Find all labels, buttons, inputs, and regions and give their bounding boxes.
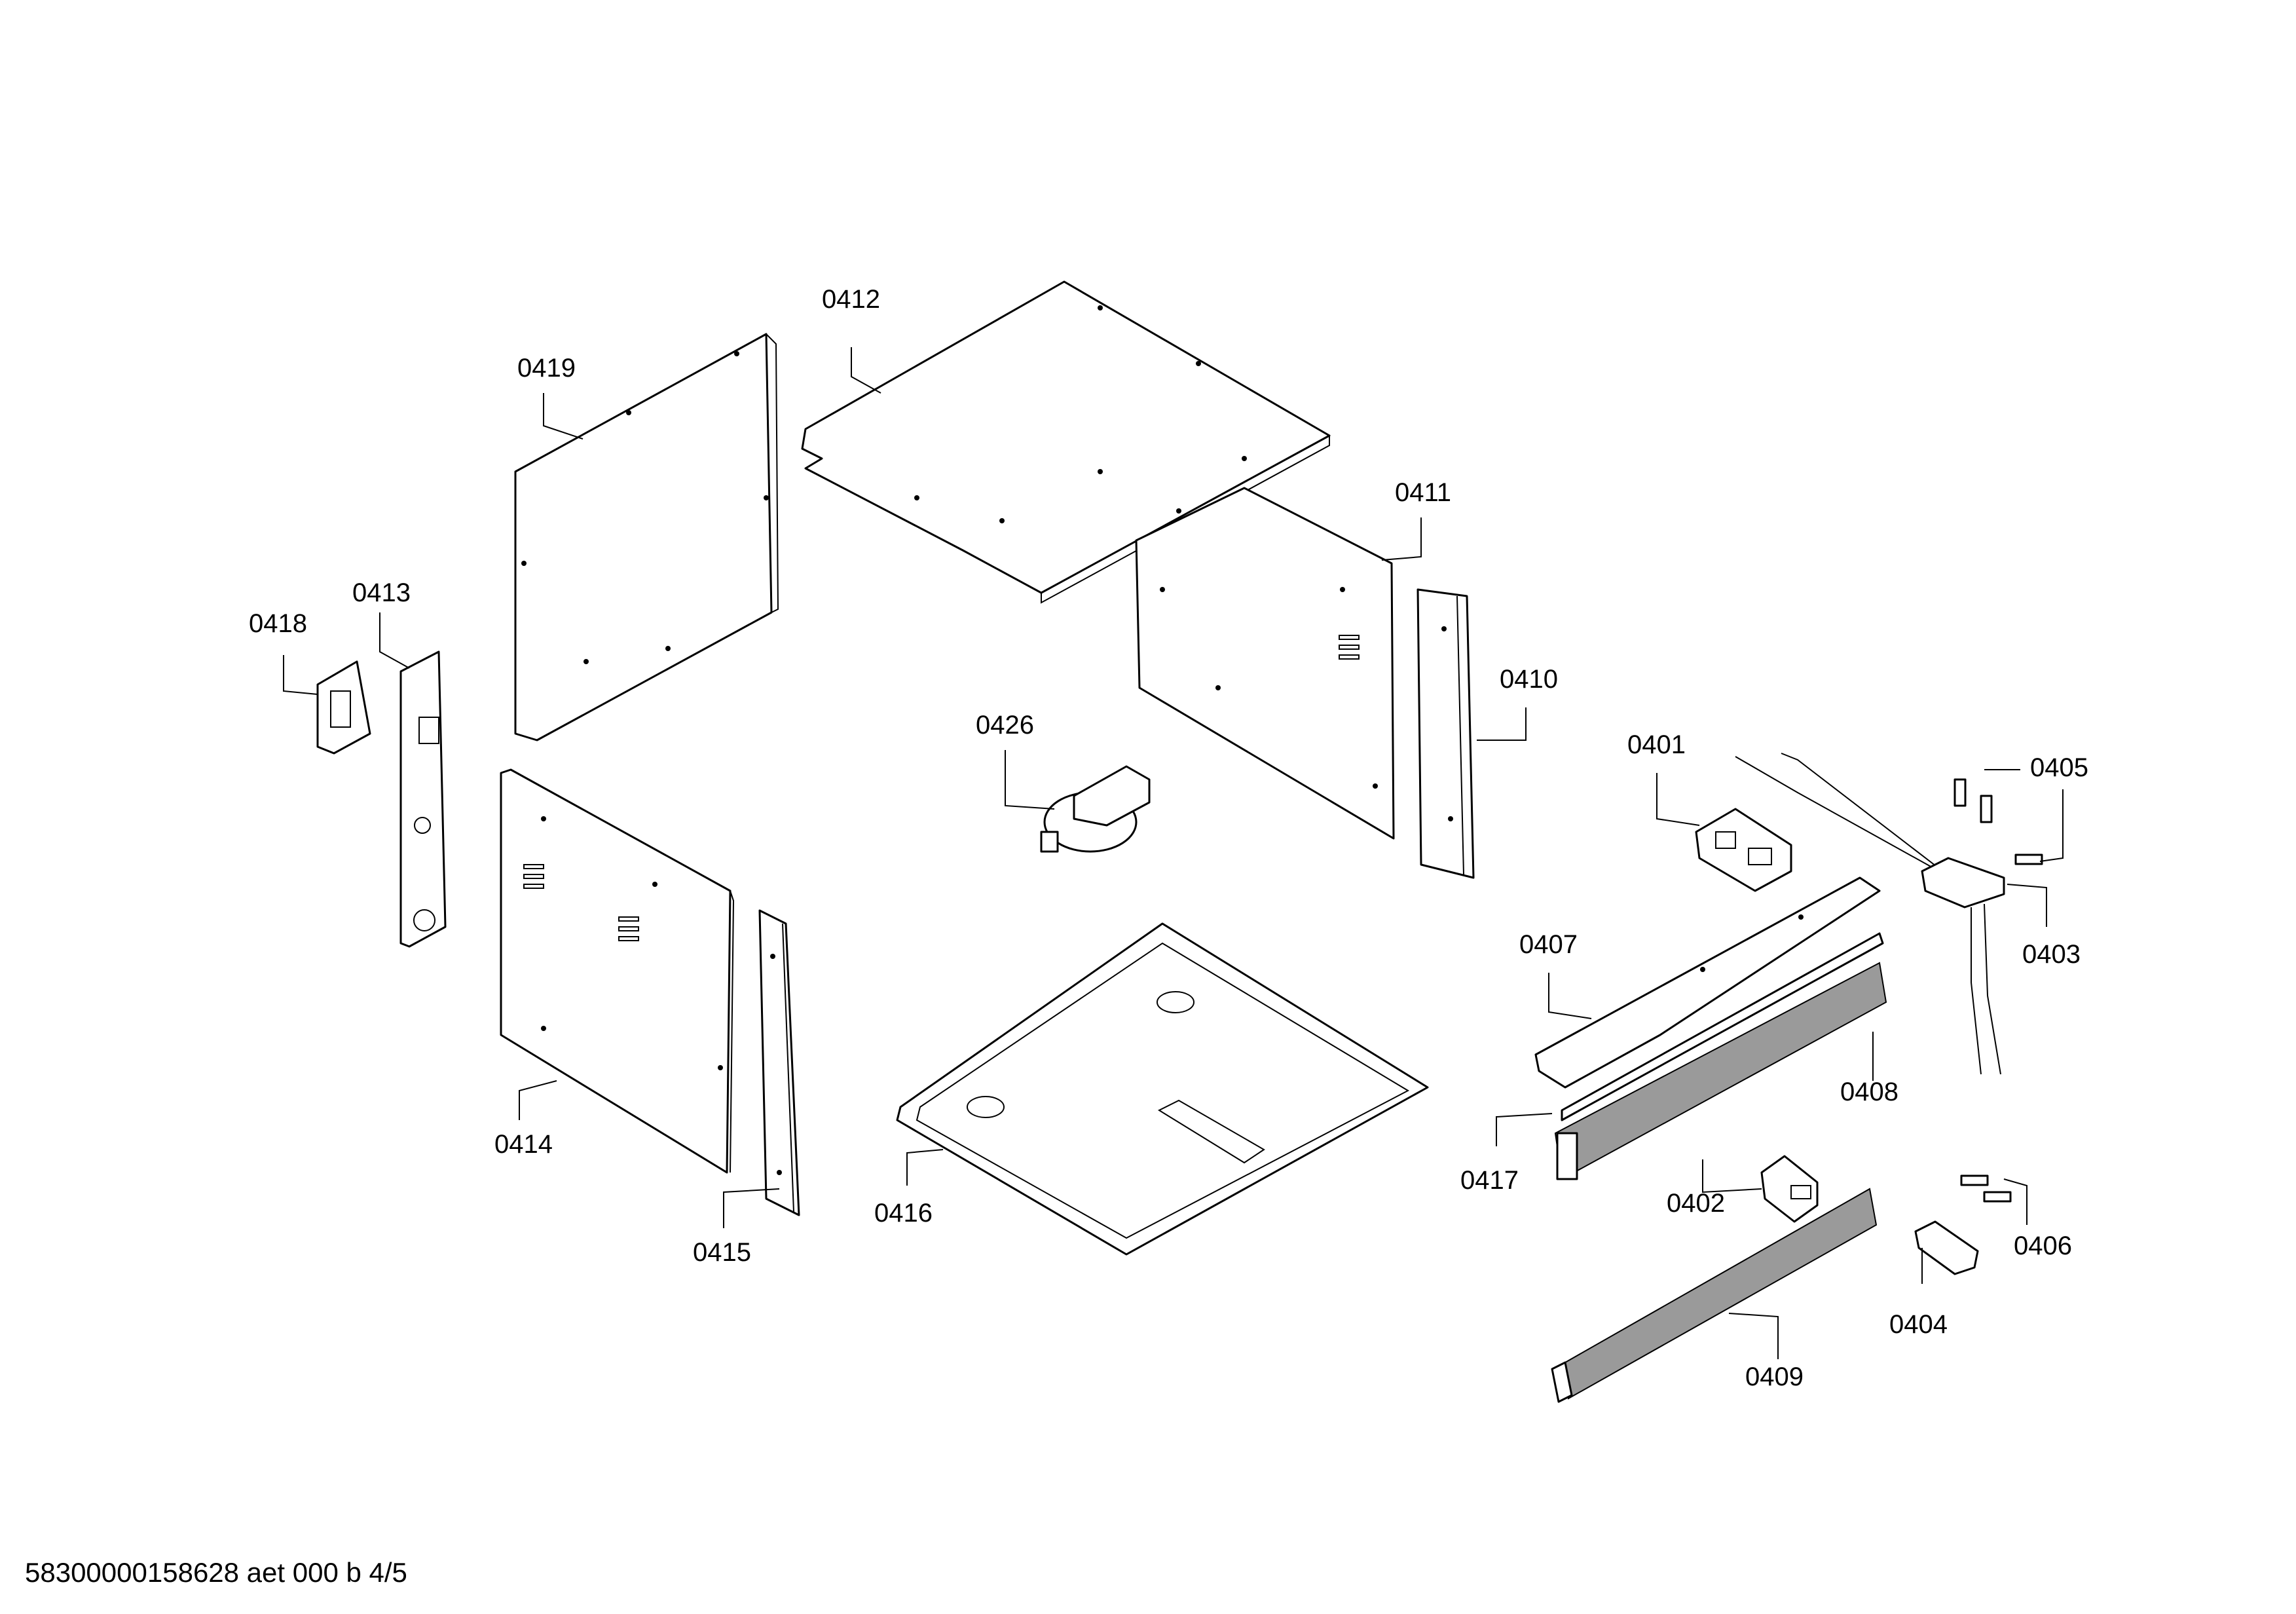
callout-0419-label: 0419 bbox=[517, 354, 576, 383]
part-0412-top-panel bbox=[801, 280, 1331, 604]
part-0426-fan-motor bbox=[1040, 765, 1151, 853]
callout-0404: 0404 bbox=[1889, 1248, 1948, 1339]
callout-0416-label: 0416 bbox=[874, 1199, 933, 1228]
callout-0411-label: 0411 bbox=[1395, 478, 1451, 507]
callout-0403: 0403 bbox=[2007, 884, 2081, 969]
part-0410-vertical-rail bbox=[1416, 588, 1475, 879]
callout-0416: 0416 bbox=[874, 1149, 944, 1228]
callout-0415: 0415 bbox=[693, 1188, 780, 1267]
callout-0409: 0409 bbox=[1728, 1313, 1804, 1391]
part-0408-mesh-strip bbox=[1554, 932, 1887, 1180]
part-0401-switch-module bbox=[1695, 808, 1792, 892]
callout-0415-label: 0415 bbox=[693, 1238, 751, 1267]
callout-0405: 0405 bbox=[1984, 753, 2088, 862]
callout-0408-label: 0408 bbox=[1840, 1078, 1898, 1106]
part-0418-bracket bbox=[316, 660, 371, 755]
callout-0417-label: 0417 bbox=[1460, 1166, 1519, 1195]
callout-0401-label: 0401 bbox=[1627, 730, 1686, 759]
callout-0402: 0402 bbox=[1667, 1159, 1762, 1218]
callout-0418-label: 0418 bbox=[249, 609, 307, 638]
callout-0412-label: 0412 bbox=[822, 285, 880, 314]
part-0415-front-rail bbox=[758, 909, 800, 1216]
part-0413-narrow-panel bbox=[399, 650, 447, 948]
part-0416-bottom-tray bbox=[896, 922, 1429, 1256]
callout-0406: 0406 bbox=[2003, 1178, 2072, 1260]
part-0402-switch bbox=[1760, 1155, 1819, 1223]
callout-0414: 0414 bbox=[494, 1080, 557, 1159]
part-0403-sensor bbox=[1735, 753, 2005, 1075]
callout-0409-label: 0409 bbox=[1745, 1362, 1804, 1391]
callout-0426-label: 0426 bbox=[976, 711, 1034, 740]
callout-0410: 0410 bbox=[1477, 665, 1558, 741]
callout-0419: 0419 bbox=[517, 354, 583, 440]
callout-0404-label: 0404 bbox=[1889, 1310, 1948, 1339]
part-0405-screws bbox=[1953, 778, 2043, 865]
part-0406-screws bbox=[1960, 1174, 2012, 1203]
callout-0401: 0401 bbox=[1627, 730, 1700, 826]
part-0411-side-panel bbox=[1135, 487, 1395, 840]
document-id: 58300000158628 aet 000 b 4/5 bbox=[25, 1557, 407, 1588]
part-0409-long-rail bbox=[1551, 1188, 1878, 1403]
callout-0418: 0418 bbox=[249, 609, 318, 695]
callout-0417: 0417 bbox=[1460, 1113, 1553, 1195]
part-0419-side-panel bbox=[514, 333, 779, 741]
callout-0412: 0412 bbox=[822, 285, 881, 394]
part-0417-strip-end bbox=[1556, 1132, 1578, 1180]
callout-0413: 0413 bbox=[352, 578, 411, 669]
callout-0403-label: 0403 bbox=[2022, 940, 2081, 969]
callout-0408: 0408 bbox=[1840, 1032, 1898, 1106]
part-0407-bracket bbox=[1534, 876, 1881, 1089]
callout-0426: 0426 bbox=[976, 711, 1055, 810]
callout-0410-label: 0410 bbox=[1500, 665, 1558, 694]
callout-0414-label: 0414 bbox=[494, 1130, 553, 1159]
callout-0402-label: 0402 bbox=[1667, 1189, 1725, 1218]
callout-0407-label: 0407 bbox=[1519, 930, 1578, 959]
callout-0405-label: 0405 bbox=[2030, 753, 2088, 782]
callout-0407: 0407 bbox=[1519, 930, 1592, 1019]
part-0414-side-panel bbox=[500, 768, 735, 1174]
part-0404-hook bbox=[1914, 1220, 1979, 1275]
callout-0411: 0411 bbox=[1381, 478, 1451, 561]
callout-0413-label: 0413 bbox=[352, 578, 411, 607]
callout-0406-label: 0406 bbox=[2014, 1231, 2072, 1260]
